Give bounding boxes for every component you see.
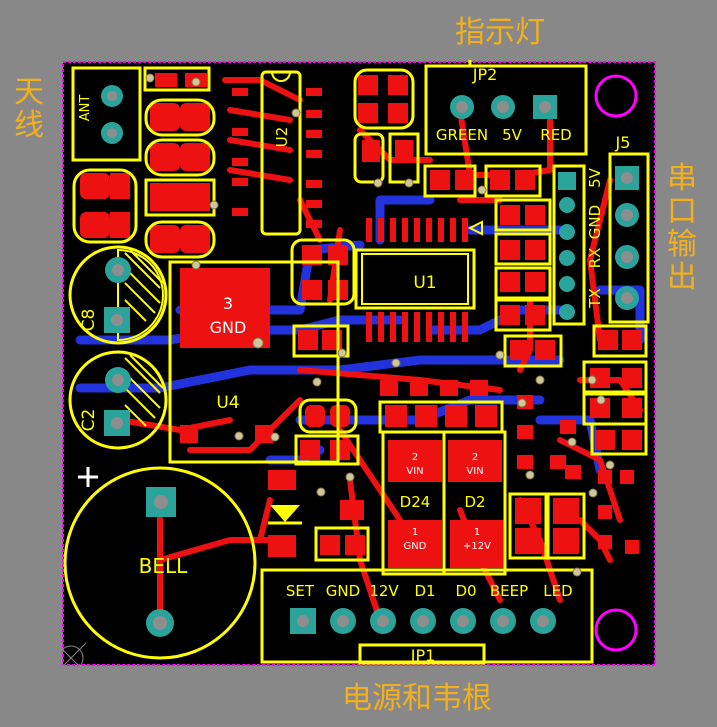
bell-polarity-plus <box>78 467 98 487</box>
annotation-serial-output: 串口输出 <box>667 161 697 295</box>
capacitor-c8 <box>68 245 168 345</box>
d24-gnd-pad <box>388 520 442 568</box>
fiducial-mark <box>55 642 87 674</box>
pin1-marker <box>467 220 483 236</box>
bell-buzzer <box>63 466 257 660</box>
annotation-antenna: 天线 <box>14 75 44 143</box>
diode-symbol <box>268 505 302 525</box>
u2-notch <box>271 71 291 82</box>
capacitor-c2 <box>68 350 168 450</box>
gnd-pad-pour <box>180 268 270 348</box>
u1-body <box>361 253 469 305</box>
smd-pads <box>80 73 642 557</box>
d24-vin-pad <box>388 440 442 482</box>
annotation-indicator: 指示灯 <box>455 15 545 50</box>
d2-12v-pad <box>450 520 504 568</box>
drill-holes <box>107 91 633 630</box>
silkscreen-outlines <box>71 60 650 665</box>
annotation-power-wiegand: 电源和韦根 <box>342 681 492 716</box>
d2-vin-pad <box>448 440 502 482</box>
